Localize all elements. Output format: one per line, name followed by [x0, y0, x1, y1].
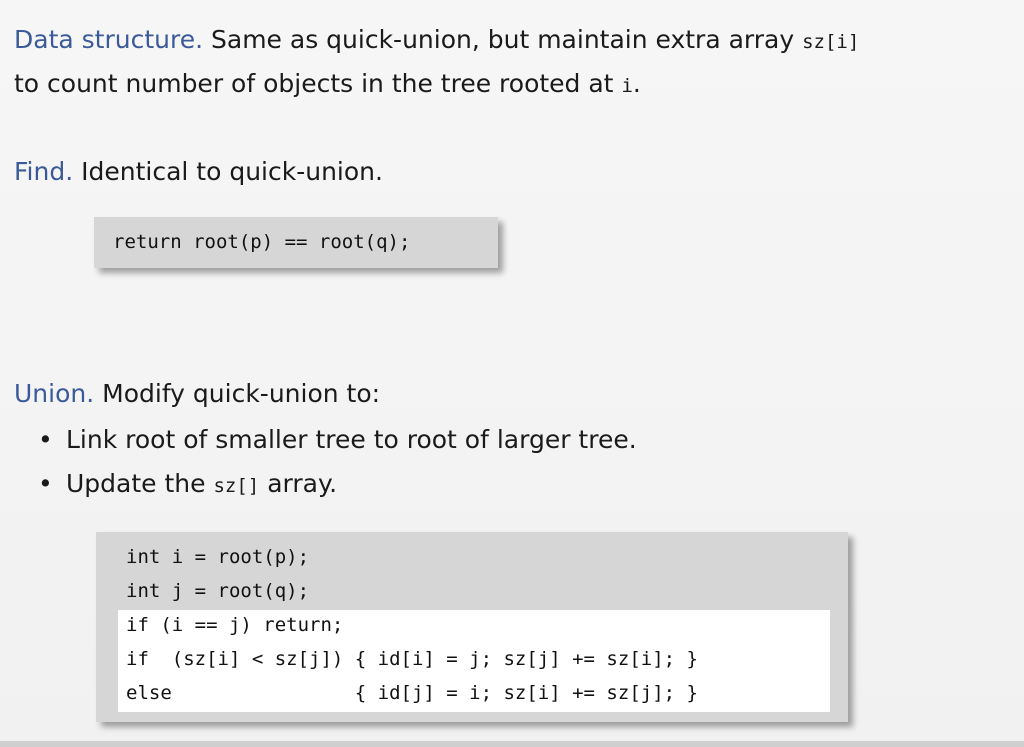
union-bullet-list: • Link root of smaller tree to root of l… — [38, 418, 637, 508]
code-line: if (i == j) return; — [126, 614, 344, 636]
union-label: Union. — [14, 379, 95, 408]
find-code-line: return root(p) == root(q); — [113, 231, 411, 253]
code-highlight — [118, 610, 830, 712]
data-structure-paragraph: Data structure. Same as quick-union, but… — [14, 18, 859, 64]
bottom-divider — [0, 741, 1024, 747]
code-line: if (sz[i] < sz[j]) { id[i] = j; sz[j] +=… — [126, 648, 698, 670]
union-code: int i = root(p); int j = root(q); if (i … — [118, 540, 848, 710]
bullet-dot-icon: • — [38, 469, 53, 498]
code-line: else { id[j] = i; sz[i] += sz[j]; } — [126, 682, 698, 704]
code-line: int j = root(q); — [126, 580, 310, 602]
union-text: Modify quick-union to: — [102, 379, 381, 408]
union-paragraph: Union. Modify quick-union to: — [14, 372, 380, 416]
bullet-text-after: array. — [267, 469, 338, 498]
union-code-box: int i = root(p); int j = root(q); if (i … — [96, 532, 848, 722]
bullet-text: Link root of smaller tree to root of lar… — [66, 425, 637, 454]
data-structure-period: . — [632, 69, 641, 98]
find-code-box: return root(p) == root(q); — [94, 217, 498, 268]
find-text: Identical to quick-union. — [81, 157, 383, 186]
data-structure-line2-text: to count number of objects in the tree r… — [14, 69, 614, 98]
list-item: • Update the sz[] array. — [38, 462, 637, 508]
find-paragraph: Find. Identical to quick-union. — [14, 150, 383, 194]
list-item: • Link root of smaller tree to root of l… — [38, 418, 637, 462]
data-structure-label: Data structure. — [14, 25, 204, 54]
sz-code: sz[] — [213, 475, 260, 497]
code-line: int i = root(p); — [126, 546, 310, 568]
bullet-dot-icon: • — [38, 425, 53, 454]
find-label: Find. — [14, 157, 74, 186]
data-structure-text: Same as quick-union, but maintain extra … — [211, 25, 795, 54]
root-var-code: i — [621, 75, 633, 97]
sz-array-code: sz[i] — [802, 31, 860, 53]
bullet-text-before: Update the — [66, 469, 206, 498]
data-structure-paragraph-line2: to count number of objects in the tree r… — [14, 62, 641, 108]
